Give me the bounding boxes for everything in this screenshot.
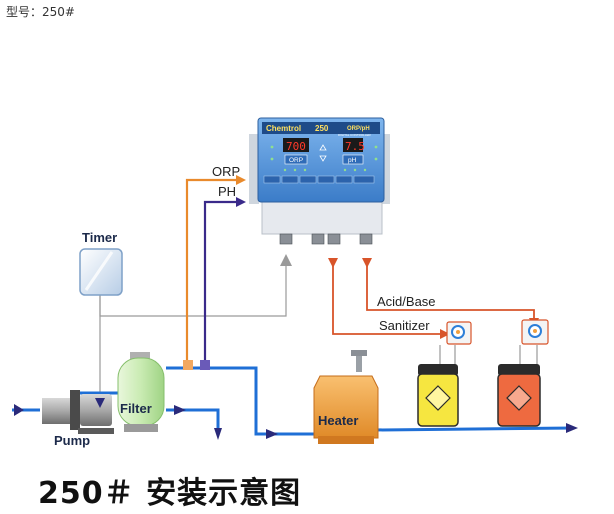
water-in-arrow-icon bbox=[14, 404, 24, 416]
orp-display bbox=[283, 138, 309, 152]
pump-unit bbox=[42, 390, 114, 434]
timer-unit bbox=[79, 248, 123, 296]
orp-reading: 700 bbox=[286, 140, 306, 153]
controller-badge: ORP/pH bbox=[347, 126, 370, 132]
up-arrow-icon[interactable] bbox=[319, 144, 327, 151]
timer-label: Timer bbox=[82, 230, 117, 245]
filter-unit bbox=[117, 352, 165, 432]
orp-arrow-icon bbox=[236, 175, 246, 185]
orp-sensor-line bbox=[185, 178, 238, 362]
pump-arrow-icon bbox=[95, 398, 105, 408]
ph-sensor-line bbox=[203, 200, 238, 362]
ph-arrow-icon bbox=[236, 197, 246, 207]
sanitizer-tank bbox=[417, 364, 459, 427]
feed-arrow-icon bbox=[362, 258, 372, 268]
model-label: 型号：250# bbox=[6, 5, 75, 19]
controller-unit: Chemtrol 250 ORP/pH DIGITAL CONTROLLER 7… bbox=[249, 117, 390, 245]
status-leds bbox=[270, 145, 378, 172]
pump-label: Pump bbox=[54, 433, 90, 448]
water-out-arrow-icon bbox=[566, 423, 578, 433]
feed-lines bbox=[332, 258, 535, 335]
acid-base-tank bbox=[497, 364, 541, 427]
controller-subtitle: DIGITAL CONTROLLER bbox=[338, 133, 372, 137]
keypad bbox=[263, 175, 375, 184]
water-arrow-icon bbox=[266, 429, 278, 439]
down-arrow-icon[interactable] bbox=[319, 155, 327, 162]
sanitizer-dosing-pump bbox=[446, 321, 472, 345]
water-arrow-icon bbox=[174, 405, 186, 415]
orp-label: ORP bbox=[212, 164, 240, 179]
ph-tag: pH bbox=[348, 157, 357, 164]
diagram-caption: 250＃ 安装示意图 bbox=[38, 476, 302, 511]
filter-label: Filter bbox=[120, 401, 152, 416]
acid-base-label: Acid/Base bbox=[377, 294, 436, 309]
feed-arrow-icon bbox=[440, 329, 450, 339]
feed-arrow-icon bbox=[328, 258, 338, 268]
ph-reading: 7.5 bbox=[345, 140, 365, 153]
heater-label: Heater bbox=[318, 413, 358, 428]
controller-model: 250 bbox=[315, 124, 329, 133]
orp-tag: ORP bbox=[289, 157, 303, 164]
ph-display bbox=[343, 138, 363, 152]
signal-arrow-icon bbox=[280, 254, 292, 266]
acid-base-dosing-pump bbox=[521, 319, 549, 345]
ph-sensor-port bbox=[200, 360, 210, 370]
controller-brand: Chemtrol bbox=[266, 124, 301, 133]
orp-sensor-port bbox=[183, 360, 193, 370]
water-arrow-icon bbox=[214, 428, 222, 440]
heater-unit bbox=[313, 350, 379, 444]
sanitizer-label: Sanitizer bbox=[379, 318, 430, 333]
ph-label: PH bbox=[218, 184, 236, 199]
cable-glands bbox=[279, 233, 373, 245]
